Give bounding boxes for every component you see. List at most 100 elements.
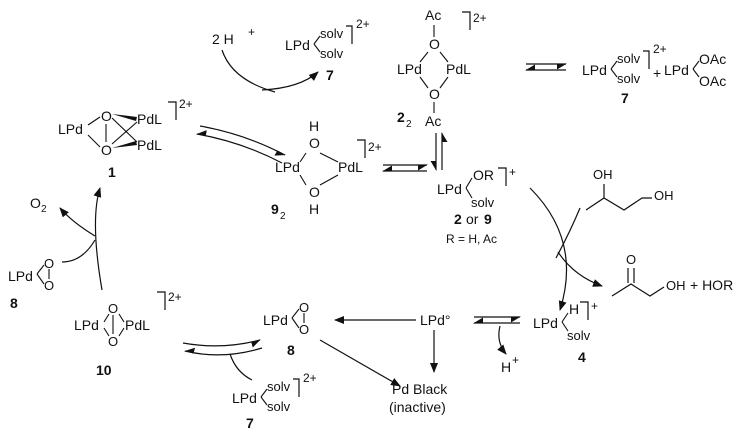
oac2-oac1: OAc xyxy=(699,51,726,67)
c8l-o1: O xyxy=(44,256,54,271)
c8l-label: 8 xyxy=(10,295,18,311)
c22-label-sub: 2 xyxy=(406,119,412,130)
o2-text: O xyxy=(30,195,41,211)
c7b-charge: 2+ xyxy=(303,371,317,385)
h-plus-text: H xyxy=(501,359,511,375)
compound-1-o-top: O xyxy=(101,108,112,124)
c29-solv: solv xyxy=(471,195,495,210)
arrow-2h-in xyxy=(221,49,276,93)
compound-10: LPd PdL O O 2+ 10 xyxy=(74,290,182,378)
c8c-o1: O xyxy=(299,300,309,315)
c7r-label: 7 xyxy=(621,90,629,106)
c7top-b2 xyxy=(313,43,321,53)
ha-oh: OH xyxy=(666,278,686,293)
c4-solv: solv xyxy=(567,328,591,343)
c10-b4 xyxy=(118,327,125,337)
c8c-b1 xyxy=(291,308,300,319)
arrow-ketone-out xyxy=(557,251,603,287)
c7top-bracket xyxy=(346,25,353,44)
c29-b1 xyxy=(465,177,473,189)
c7r-solv1: solv xyxy=(617,51,641,66)
c10-pdl: PdL xyxy=(125,317,150,333)
c22-lpd: LPd xyxy=(397,61,422,77)
arrow-7-out xyxy=(261,71,319,91)
ha-o: O xyxy=(626,252,636,267)
c7r-lpd: LPd xyxy=(582,62,607,78)
oac2-b2 xyxy=(692,68,700,78)
c29-or-word: or xyxy=(466,211,479,227)
hydroxyacetone: O OH + HOR xyxy=(611,252,733,297)
bond-1d xyxy=(111,117,138,143)
r-definition: R = H, Ac xyxy=(446,232,497,246)
c8l-lpd: LPd xyxy=(8,268,33,284)
compound-1-pdl-top: PdL xyxy=(137,111,162,127)
compound-8-left: LPd O O 8 xyxy=(8,256,54,311)
c22-b2 xyxy=(439,51,449,63)
compound-2-2: Ac O LPd PdL O Ac 2+ 2 2 xyxy=(397,7,487,130)
c7b-label: 7 xyxy=(246,415,254,428)
c7r-b1 xyxy=(610,60,618,70)
c8c-lpd: LPd xyxy=(263,312,288,328)
eq-1-9-fwd xyxy=(199,125,287,156)
c92-pdl: PdL xyxy=(338,159,363,175)
compound-9-2: LPd O PdL O H H 2+ 9 2 xyxy=(271,118,382,222)
arrow-glycol-in xyxy=(555,207,581,259)
c7top-label: 7 xyxy=(326,67,334,83)
h-plus-charge: + xyxy=(512,353,519,367)
reagent-2h: 2 H + xyxy=(212,25,255,47)
c22-ac-bottom: Ac xyxy=(425,113,441,129)
c92-charge: 2+ xyxy=(368,140,382,154)
c10-b1 xyxy=(103,313,110,323)
reagent-h-plus: H + xyxy=(501,353,519,375)
two-h-text: 2 H xyxy=(212,31,234,47)
c22-o-bottom: O xyxy=(429,86,440,102)
pg-chain xyxy=(585,197,652,211)
compound-1-pdl-bottom: PdL xyxy=(137,137,162,153)
arrow-8-in xyxy=(61,239,96,263)
c22-o-top: O xyxy=(429,36,440,52)
pg-oh2: OH xyxy=(654,188,674,203)
c7b-bracket xyxy=(293,378,300,397)
arrow-7-bottom xyxy=(229,353,253,381)
compound-8-center: LPd O O 8 xyxy=(263,300,309,358)
c7top-lpd: LPd xyxy=(285,37,310,53)
c92-h-bottom: H xyxy=(309,201,319,217)
compound-1-o-bottom: O xyxy=(101,142,112,158)
c22-ac-top: Ac xyxy=(425,7,441,23)
c7top-charge: 2+ xyxy=(356,17,370,31)
c10-lpd: LPd xyxy=(74,317,99,333)
eq-10-8-rev xyxy=(183,347,263,356)
c7top-solv2: solv xyxy=(320,46,344,61)
oac2-b1 xyxy=(692,60,700,70)
pd-black: Pd Black xyxy=(392,381,448,397)
c92-o-top: O xyxy=(309,135,320,151)
compound-1: LPd O O PdL PdL 2+ 1 xyxy=(58,97,193,180)
c8c-o2: O xyxy=(299,322,309,337)
c4-charge: + xyxy=(591,299,598,313)
c7top-b1 xyxy=(313,35,321,45)
arrow-8-black xyxy=(319,339,401,387)
c4-lpd: LPd xyxy=(533,315,558,331)
c7b-solv1: solv xyxy=(267,379,291,394)
c10-b3 xyxy=(118,313,125,323)
c92-b4 xyxy=(319,174,339,186)
c4-b2 xyxy=(561,321,569,332)
compound-7-right: LPd solv solv 2+ 7 xyxy=(582,42,667,106)
bond-1a xyxy=(87,116,101,126)
c29-lpd: LPd xyxy=(437,181,462,197)
c10-charge: 2+ xyxy=(168,290,182,304)
c8l-b2 xyxy=(36,273,45,285)
c8l-b1 xyxy=(36,264,45,275)
c22-charge: 2+ xyxy=(473,11,487,25)
arrow-h-out xyxy=(497,325,507,355)
compound-7-top: LPd solv solv 2+ 7 xyxy=(285,17,370,83)
c22-b3 xyxy=(419,76,429,89)
c22-bracket xyxy=(462,11,471,30)
compound-7-bottom: LPd solv solv 2+ 7 xyxy=(232,371,317,428)
charge-1: 2+ xyxy=(179,97,193,111)
bond-1e xyxy=(111,121,138,145)
c7r-b2 xyxy=(610,68,618,78)
c8c-label: 8 xyxy=(287,342,295,358)
c29-or: OR xyxy=(473,167,494,183)
